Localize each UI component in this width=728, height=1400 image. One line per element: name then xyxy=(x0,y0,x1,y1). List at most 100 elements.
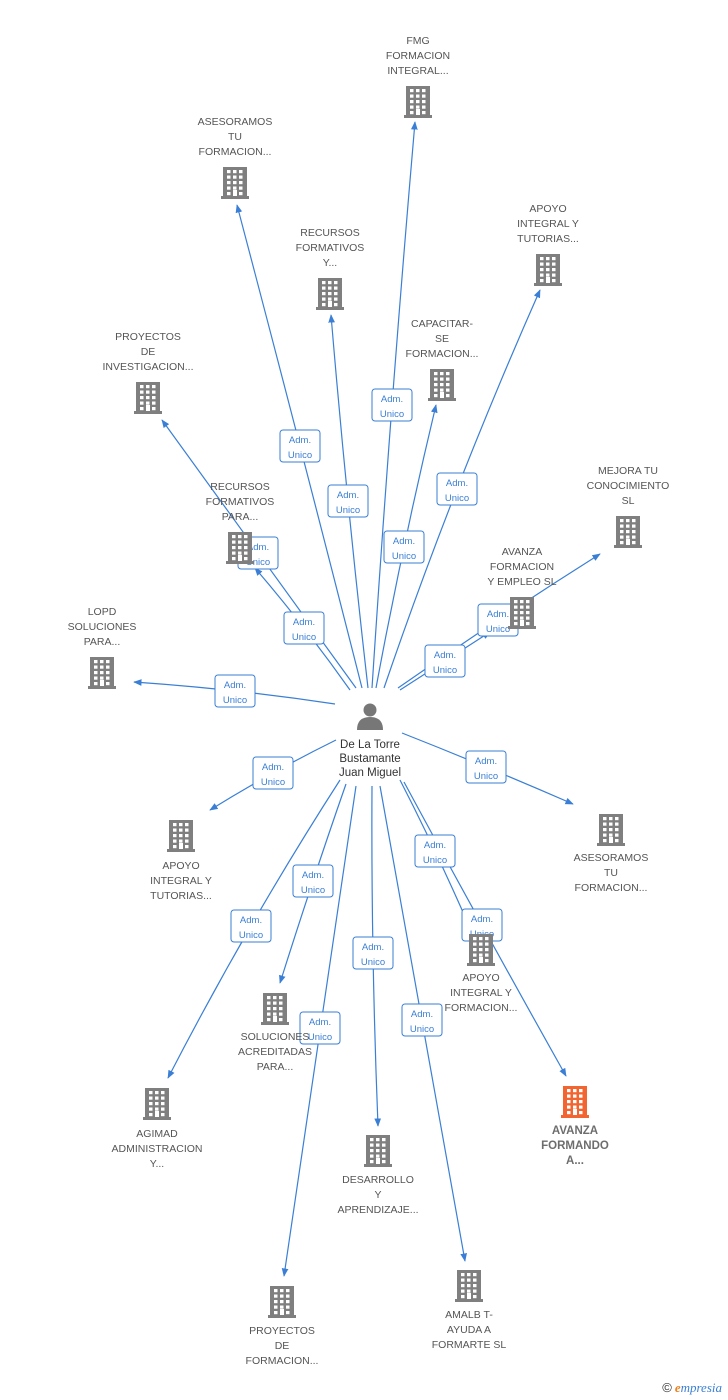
edges-layer xyxy=(133,121,601,1277)
company-label-line: FORMACION... xyxy=(575,882,648,894)
company-label-line: ASESORAMOS xyxy=(198,116,273,128)
building-icon xyxy=(597,814,625,846)
role-badge-capacitar[interactable]: Adm. Unico xyxy=(383,530,425,564)
badge-text: Adm. xyxy=(381,394,403,405)
badge-text: Unico xyxy=(474,771,498,782)
badge-box xyxy=(214,674,256,708)
role-badge-asesoramos-right[interactable]: Adm.Unico xyxy=(465,750,507,784)
badge-text: Adm. xyxy=(471,914,493,925)
company-label-line: INTEGRAL Y xyxy=(450,987,512,999)
company-node-fmg[interactable]: FMGFORMACIONINTEGRAL... xyxy=(386,35,450,118)
company-label-line: SL xyxy=(622,495,635,507)
badge-text: Unico xyxy=(292,632,316,643)
role-badge-desarrollo[interactable]: Adm.Unico xyxy=(352,936,394,970)
person-name-line: De La Torre xyxy=(340,739,400,751)
company-label-line: FORMACION... xyxy=(406,348,479,360)
company-node-agimad[interactable]: AGIMADADMINISTRACIONY... xyxy=(111,1088,203,1170)
company-label-line: SOLUCIONES xyxy=(68,621,137,633)
company-node-mejora[interactable]: MEJORA TU CONOCIMIENTO SL xyxy=(587,465,670,548)
company-label-line: PARA... xyxy=(222,511,259,523)
company-label-line: ACREDITADAS xyxy=(238,1046,312,1058)
company-node-recursos-para[interactable]: RECURSOSFORMATIVOSPARA... xyxy=(206,481,275,564)
company-node-asesoramos-right[interactable]: ASESORAMOSTUFORMACION... xyxy=(574,814,649,894)
company-label-line: APOYO xyxy=(529,203,566,215)
company-node-recursos-y[interactable]: RECURSOSFORMATIVOSY... xyxy=(296,227,365,310)
role-badge-soluciones[interactable]: Adm.Unico xyxy=(292,864,334,898)
company-node-lopd[interactable]: LOPDSOLUCIONESPARA... xyxy=(68,606,137,689)
badge-text: Adm. xyxy=(393,536,415,547)
building-icon xyxy=(428,369,456,401)
badge-text: Adm. xyxy=(247,542,269,553)
company-label-line: PROYECTOS xyxy=(249,1325,315,1337)
company-node-proyectos-form[interactable]: PROYECTOSDEFORMACION... xyxy=(246,1286,319,1367)
badge-text: Unico xyxy=(433,665,457,676)
company-node-capacitar[interactable]: CAPACITAR-SEFORMACION... xyxy=(406,318,479,401)
company-node-soluciones[interactable]: SOLUCIONES ACREDITADAS PARA... xyxy=(238,993,312,1073)
company-label-line: Y... xyxy=(150,1158,164,1170)
badge-text: Adm. xyxy=(289,435,311,446)
company-label-line: CONOCIMIENTO xyxy=(587,480,670,492)
company-label-line: LOPD xyxy=(88,606,117,618)
building-icon xyxy=(316,278,344,310)
badge-text: Adm. xyxy=(411,1009,433,1020)
company-label-line: APRENDIZAJE... xyxy=(337,1204,418,1216)
role-badge-apoyo-formacion[interactable]: Adm.Unico xyxy=(414,834,456,868)
company-label-line: SE xyxy=(435,333,449,345)
role-badge-agimad[interactable]: Adm.Unico xyxy=(230,909,272,943)
building-icon xyxy=(221,167,249,199)
role-badge-apoyo-top[interactable]: Adm. Unico xyxy=(436,472,478,506)
role-badge-amalb[interactable]: Adm.Unico xyxy=(401,1003,443,1037)
role-badge-fmg[interactable]: Adm.Unico xyxy=(371,388,413,422)
badge-box xyxy=(230,909,272,943)
badge-text: Unico xyxy=(246,557,270,568)
role-badge-recursos-para[interactable]: Adm.Unico xyxy=(283,611,325,645)
company-label-line: SOLUCIONES xyxy=(241,1031,310,1043)
company-label-line: Y EMPLEO SL xyxy=(487,576,556,588)
brand-name: mpresia xyxy=(680,1380,722,1395)
role-badge-apoyo-left[interactable]: Adm.Unico xyxy=(252,756,294,790)
company-label-line: ADMINISTRACION xyxy=(111,1143,202,1155)
badge-box xyxy=(252,756,294,790)
company-node-avanza-formando[interactable]: AVANZAFORMANDOA... xyxy=(541,1086,609,1167)
company-node-asesoramos-top[interactable]: ASESORAMOS TU FORMACION... xyxy=(198,116,273,199)
badge-text: Unico xyxy=(445,493,469,504)
badge-text: Adm. xyxy=(446,478,468,489)
company-label-line: FORMATIVOS xyxy=(206,496,275,508)
company-label-line: PARA... xyxy=(257,1061,294,1073)
role-badge-proyectos-form[interactable]: Adm. Unico xyxy=(299,1011,341,1045)
role-badge-asesoramos-top[interactable]: Adm.Unico xyxy=(279,429,321,463)
badge-text: Unico xyxy=(361,957,385,968)
building-icon xyxy=(364,1135,392,1167)
badge-box xyxy=(414,834,456,868)
role-badge-avanza-empleo[interactable]: Adm.Unico xyxy=(424,644,466,678)
company-label-line: MEJORA TU xyxy=(598,465,658,477)
company-node-desarrollo[interactable]: DESARROLLOYAPRENDIZAJE... xyxy=(337,1135,419,1216)
company-label-line: TUTORIAS... xyxy=(517,233,579,245)
badge-text: Adm. xyxy=(240,915,262,926)
company-label-line: INTEGRAL... xyxy=(387,65,448,77)
badge-text: Unico xyxy=(223,695,247,706)
company-label-line: FORMANDO xyxy=(541,1140,609,1152)
role-badge-recursos-y[interactable]: Adm.Unico xyxy=(327,484,369,518)
role-badge-lopd[interactable]: Adm.Unico xyxy=(214,674,256,708)
badge-box xyxy=(292,864,334,898)
company-label-line: TU xyxy=(228,131,242,143)
badge-text: Unico xyxy=(392,551,416,562)
company-node-proyectos-inv[interactable]: PROYECTOSDEINVESTIGACION... xyxy=(102,331,194,414)
person-icon xyxy=(357,703,383,730)
brand-initial: e xyxy=(674,1380,681,1395)
badge-box xyxy=(401,1003,443,1037)
company-label-line: FORMACION... xyxy=(199,146,272,158)
company-label-line: INTEGRAL Y xyxy=(150,875,212,887)
badge-text: Unico xyxy=(308,1032,332,1043)
badge-text: Adm. xyxy=(309,1017,331,1028)
badge-text: Unico xyxy=(423,855,447,866)
building-icon xyxy=(561,1086,589,1118)
